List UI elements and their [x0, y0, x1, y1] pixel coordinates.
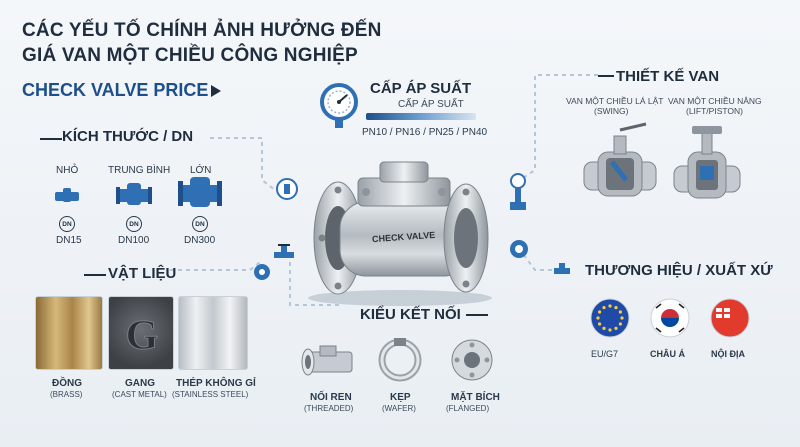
material-title-underline [84, 274, 106, 276]
threaded-fitting-icon [301, 345, 353, 376]
connection-wafer-name: KẸP [390, 392, 411, 403]
domestic-flag-icon [710, 298, 750, 338]
connection-title-underline [466, 314, 488, 316]
size-title-underline [40, 138, 62, 140]
svg-text:G: G [126, 313, 159, 359]
size-value-large: DN300 [184, 235, 216, 246]
brass-swatch [35, 296, 103, 370]
material-steel-name: THÉP KHÔNG GỈ [176, 378, 256, 389]
cast-swatch: G [108, 296, 174, 370]
size-label-large: LỚN [190, 165, 212, 176]
korea-flag-icon [650, 298, 690, 338]
material-cast-name: GANG [125, 378, 155, 389]
brand-domestic-name: NỘI ĐỊA [711, 349, 746, 359]
pressure-title: CẤP ÁP SUẤT [370, 80, 472, 97]
pressure-gauge-icon [320, 83, 358, 128]
brand-title: THƯƠNG HIỆU / XUẤT XỨ [585, 262, 773, 279]
size-label-small: NHỎ [56, 165, 79, 176]
cast-letter-g-icon: G [125, 313, 159, 360]
size-value-small: DN15 [56, 235, 82, 246]
material-title: VẬT LIỆU [108, 265, 177, 282]
steel-swatch [178, 296, 248, 370]
pipe-valve-icon [274, 244, 294, 258]
connection-flanged-name: MẶT BÍCH [451, 392, 500, 403]
title-line-2: GIÁ VAN MỘT CHIỀU CÔNG NGHIỆP [22, 45, 358, 66]
title-line-1: CÁC YẾU TỐ CHÍNH ẢNH HƯỞNG ĐẾN [22, 20, 382, 41]
wafer-clamp-icon [378, 338, 422, 382]
connection-title: KIỂU KẾT NỐI [360, 306, 461, 323]
valve-small-icon [55, 188, 79, 202]
title-subtitle: CHECK VALVE PRICE [22, 80, 209, 100]
size-value-medium: DN100 [118, 235, 150, 246]
gear-icon [254, 264, 270, 280]
flange-plate-icon [451, 339, 493, 381]
connector-brand [519, 249, 552, 271]
hand-valve-icon [276, 178, 298, 200]
design-swing-sub: (SWING) [594, 106, 629, 116]
brand-eu-name: EU/G7 [591, 349, 619, 359]
material-brass-sub: (BRASS) [50, 390, 83, 399]
lift-valve-cutaway-icon [673, 126, 741, 199]
connector-size [210, 137, 276, 191]
dn-badge-small: DN [59, 216, 75, 232]
check-valve-image [308, 161, 492, 306]
size-label-medium: TRUNG BÌNH [108, 165, 171, 176]
connection-wafer-sub: (WAFER) [382, 404, 416, 413]
flange-icon [510, 240, 528, 258]
design-title-underline [598, 75, 614, 77]
valve-medium-icon [116, 183, 152, 205]
pressure-subtitle: CẤP ÁP SUẤT [398, 99, 464, 110]
design-swing-name: VAN MỘT CHIỀU LÁ LẬT [566, 96, 664, 106]
dn-badge-large: DN [192, 216, 208, 232]
design-lift-sub: (LIFT/PISTON) [686, 106, 743, 116]
brand-asia-name: CHÂU Á [650, 349, 685, 359]
material-steel-sub: (STAINLESS STEEL) [172, 390, 249, 399]
connection-threaded-sub: (THREADED) [304, 404, 354, 413]
pressure-scale-bar [366, 113, 476, 120]
swing-valve-cutaway-icon [583, 122, 657, 197]
eu-flag-icon [590, 298, 630, 338]
design-title: THIẾT KẾ VAN [616, 68, 720, 85]
connection-threaded-name: NỐI REN [310, 392, 352, 403]
dn-badge-medium: DN [126, 216, 142, 232]
arrow-right-icon [211, 85, 221, 97]
material-cast-sub: (CAST METAL) [112, 390, 167, 399]
connection-flanged-sub: (FLANGED) [446, 404, 490, 413]
connector-connection [289, 262, 340, 306]
connector-material [170, 261, 261, 271]
valve-large-icon [178, 177, 222, 207]
pressure-levels: PN10 / PN16 / PN25 / PN40 [362, 127, 488, 138]
tag-valve-icon [554, 263, 570, 274]
gauge-pipe-icon [510, 173, 526, 210]
size-title: KÍCH THƯỚC / DN [62, 128, 194, 145]
material-brass-name: ĐỒNG [52, 378, 82, 389]
design-lift-name: VAN MỘT CHIỀU NÂNG [668, 96, 762, 106]
